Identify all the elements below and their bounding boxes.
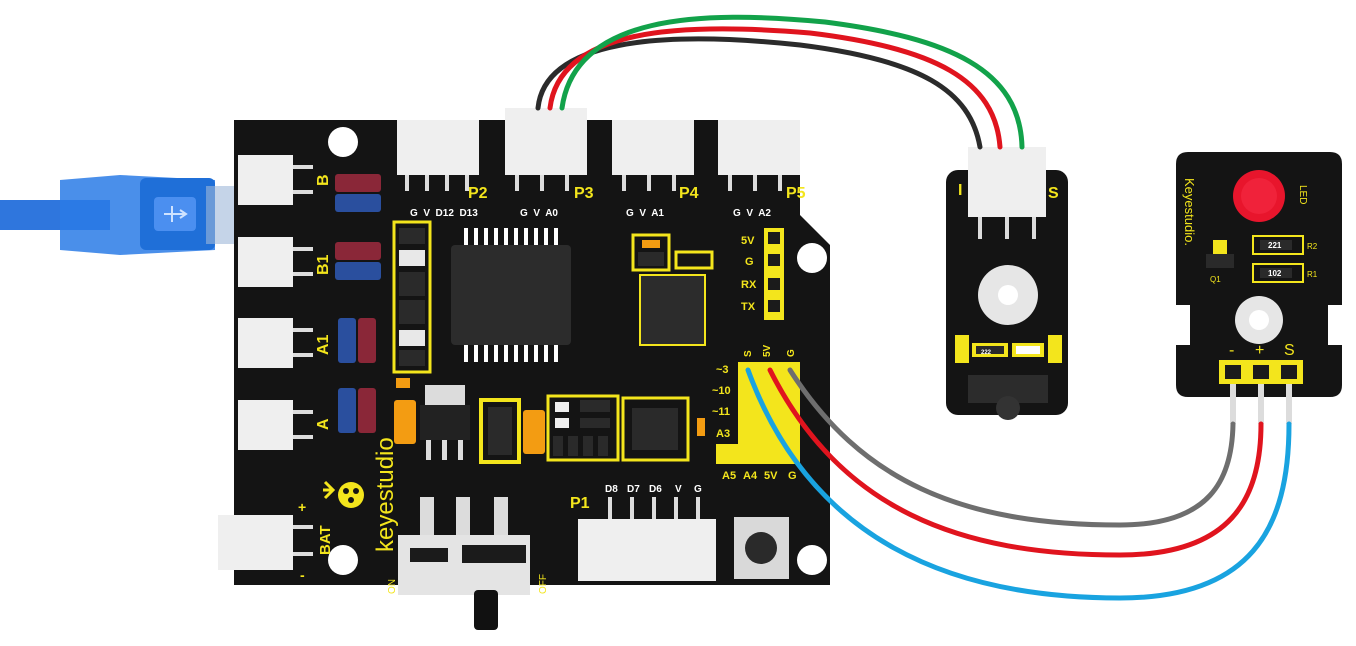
io-bottom-5v: 5V [764,470,778,482]
wires [535,14,1292,601]
p1-pin-d7: D7 [627,484,640,495]
q1-label: Q1 [1210,275,1221,284]
smd-grid [546,394,620,462]
left-port-a [238,400,313,450]
connector-p4 [612,120,694,191]
serial-pin-5v: 5V [741,235,755,247]
smd-column [392,220,432,374]
left-port-a1 [238,318,313,368]
keyestudio-logo-icon [323,480,364,508]
capacitors [335,174,381,433]
led-pin-plus: + [1255,342,1264,359]
connector-p1 [578,497,716,581]
sensor-pin-right: S [1048,185,1059,202]
connector-p5-pins: G V A2 [733,208,771,219]
io-row-10: ~10 [712,385,731,397]
connector-p1-name: P1 [570,495,590,512]
io-header-top-s: S [743,350,754,357]
connector-p2-name: P2 [468,185,488,202]
led-pin-s: S [1284,342,1295,359]
connector-p3 [505,108,587,191]
io-bottom-a4: A4 [743,470,758,482]
connector-p2 [397,120,479,191]
wire-blue-led [745,367,1292,601]
p1-pin-d8: D8 [605,484,618,495]
sensor-module [946,147,1068,420]
r2-label: R2 [1307,242,1318,251]
logic-chip [639,274,706,346]
connector-p4-name: P4 [679,185,699,202]
battery-label: BAT [317,525,334,555]
connector-p3-pins: G V A0 [520,208,558,219]
connector-p5 [718,120,800,191]
left-port-label-a: A [315,418,332,430]
io-row-a3: A3 [716,428,730,440]
jumper-block [631,233,714,272]
io-header-top-5v: 5V [762,344,773,357]
sensor-resistor-code: 222 [981,350,992,356]
left-port-label-b: B [315,174,332,186]
wire-black-sensor [535,36,983,150]
serial-pin-rx: RX [741,279,757,291]
led-module [1176,152,1342,424]
io-header-top-g: G [786,349,797,357]
usb-icon [154,197,196,231]
serial-pin-tx: TX [741,301,756,313]
left-port-label-a1: A1 [315,334,332,355]
io-bottom-g: G [788,470,797,482]
switch-off-label: OFF [538,574,549,594]
left-port-label-b1: B1 [315,254,332,275]
io-row-11: ~11 [712,406,730,418]
led-icon [1233,170,1285,222]
ic-soic [621,396,705,462]
main-board: B B1 A1 A BAT + - P2 P3 P4 P5 G V D12 D1… [218,108,830,630]
serial-pin-g: G [745,256,754,268]
connector-p2-pins: G V D12 D13 [410,208,478,219]
switch-on-label: ON [387,579,398,594]
connector-p4-pins: G V A1 [626,208,664,219]
serial-header [764,228,784,320]
left-port-b1 [238,237,313,287]
left-port-b [238,155,313,205]
p1-pin-d6: D6 [649,484,662,495]
inductor [479,398,545,464]
r1-value: 102 [1268,269,1282,278]
connector-p5-name: P5 [786,185,806,202]
p1-pin-v: V [675,484,682,495]
io-bottom-a5: A5 [722,470,736,482]
wire-red-sensor [547,26,1003,150]
reset-button[interactable] [734,517,789,579]
led-pin-minus: - [1229,342,1234,359]
motor-driver-chip [451,228,571,362]
battery-minus: - [300,567,305,583]
connector-p3-name: P3 [574,185,594,202]
p1-pin-g: G [694,484,702,495]
r2-value: 221 [1268,241,1282,250]
regulator [394,378,470,460]
led-module-brand: Keyestudio. [1182,178,1197,246]
io-row-3: ~3 [716,364,729,376]
led-label: LED [1297,185,1308,204]
power-switch[interactable] [398,497,530,630]
sensor-pin-left: I [958,182,962,199]
usb-cable [0,175,240,255]
main-board-brand: keyestudio [372,437,399,552]
wire-gray-led [787,367,1236,528]
wire-green-sensor [559,14,1025,150]
io-header [716,362,800,464]
battery-port [218,515,313,570]
battery-plus: + [298,499,306,515]
r1-label: R1 [1307,270,1318,279]
wire-red-led [767,367,1264,558]
